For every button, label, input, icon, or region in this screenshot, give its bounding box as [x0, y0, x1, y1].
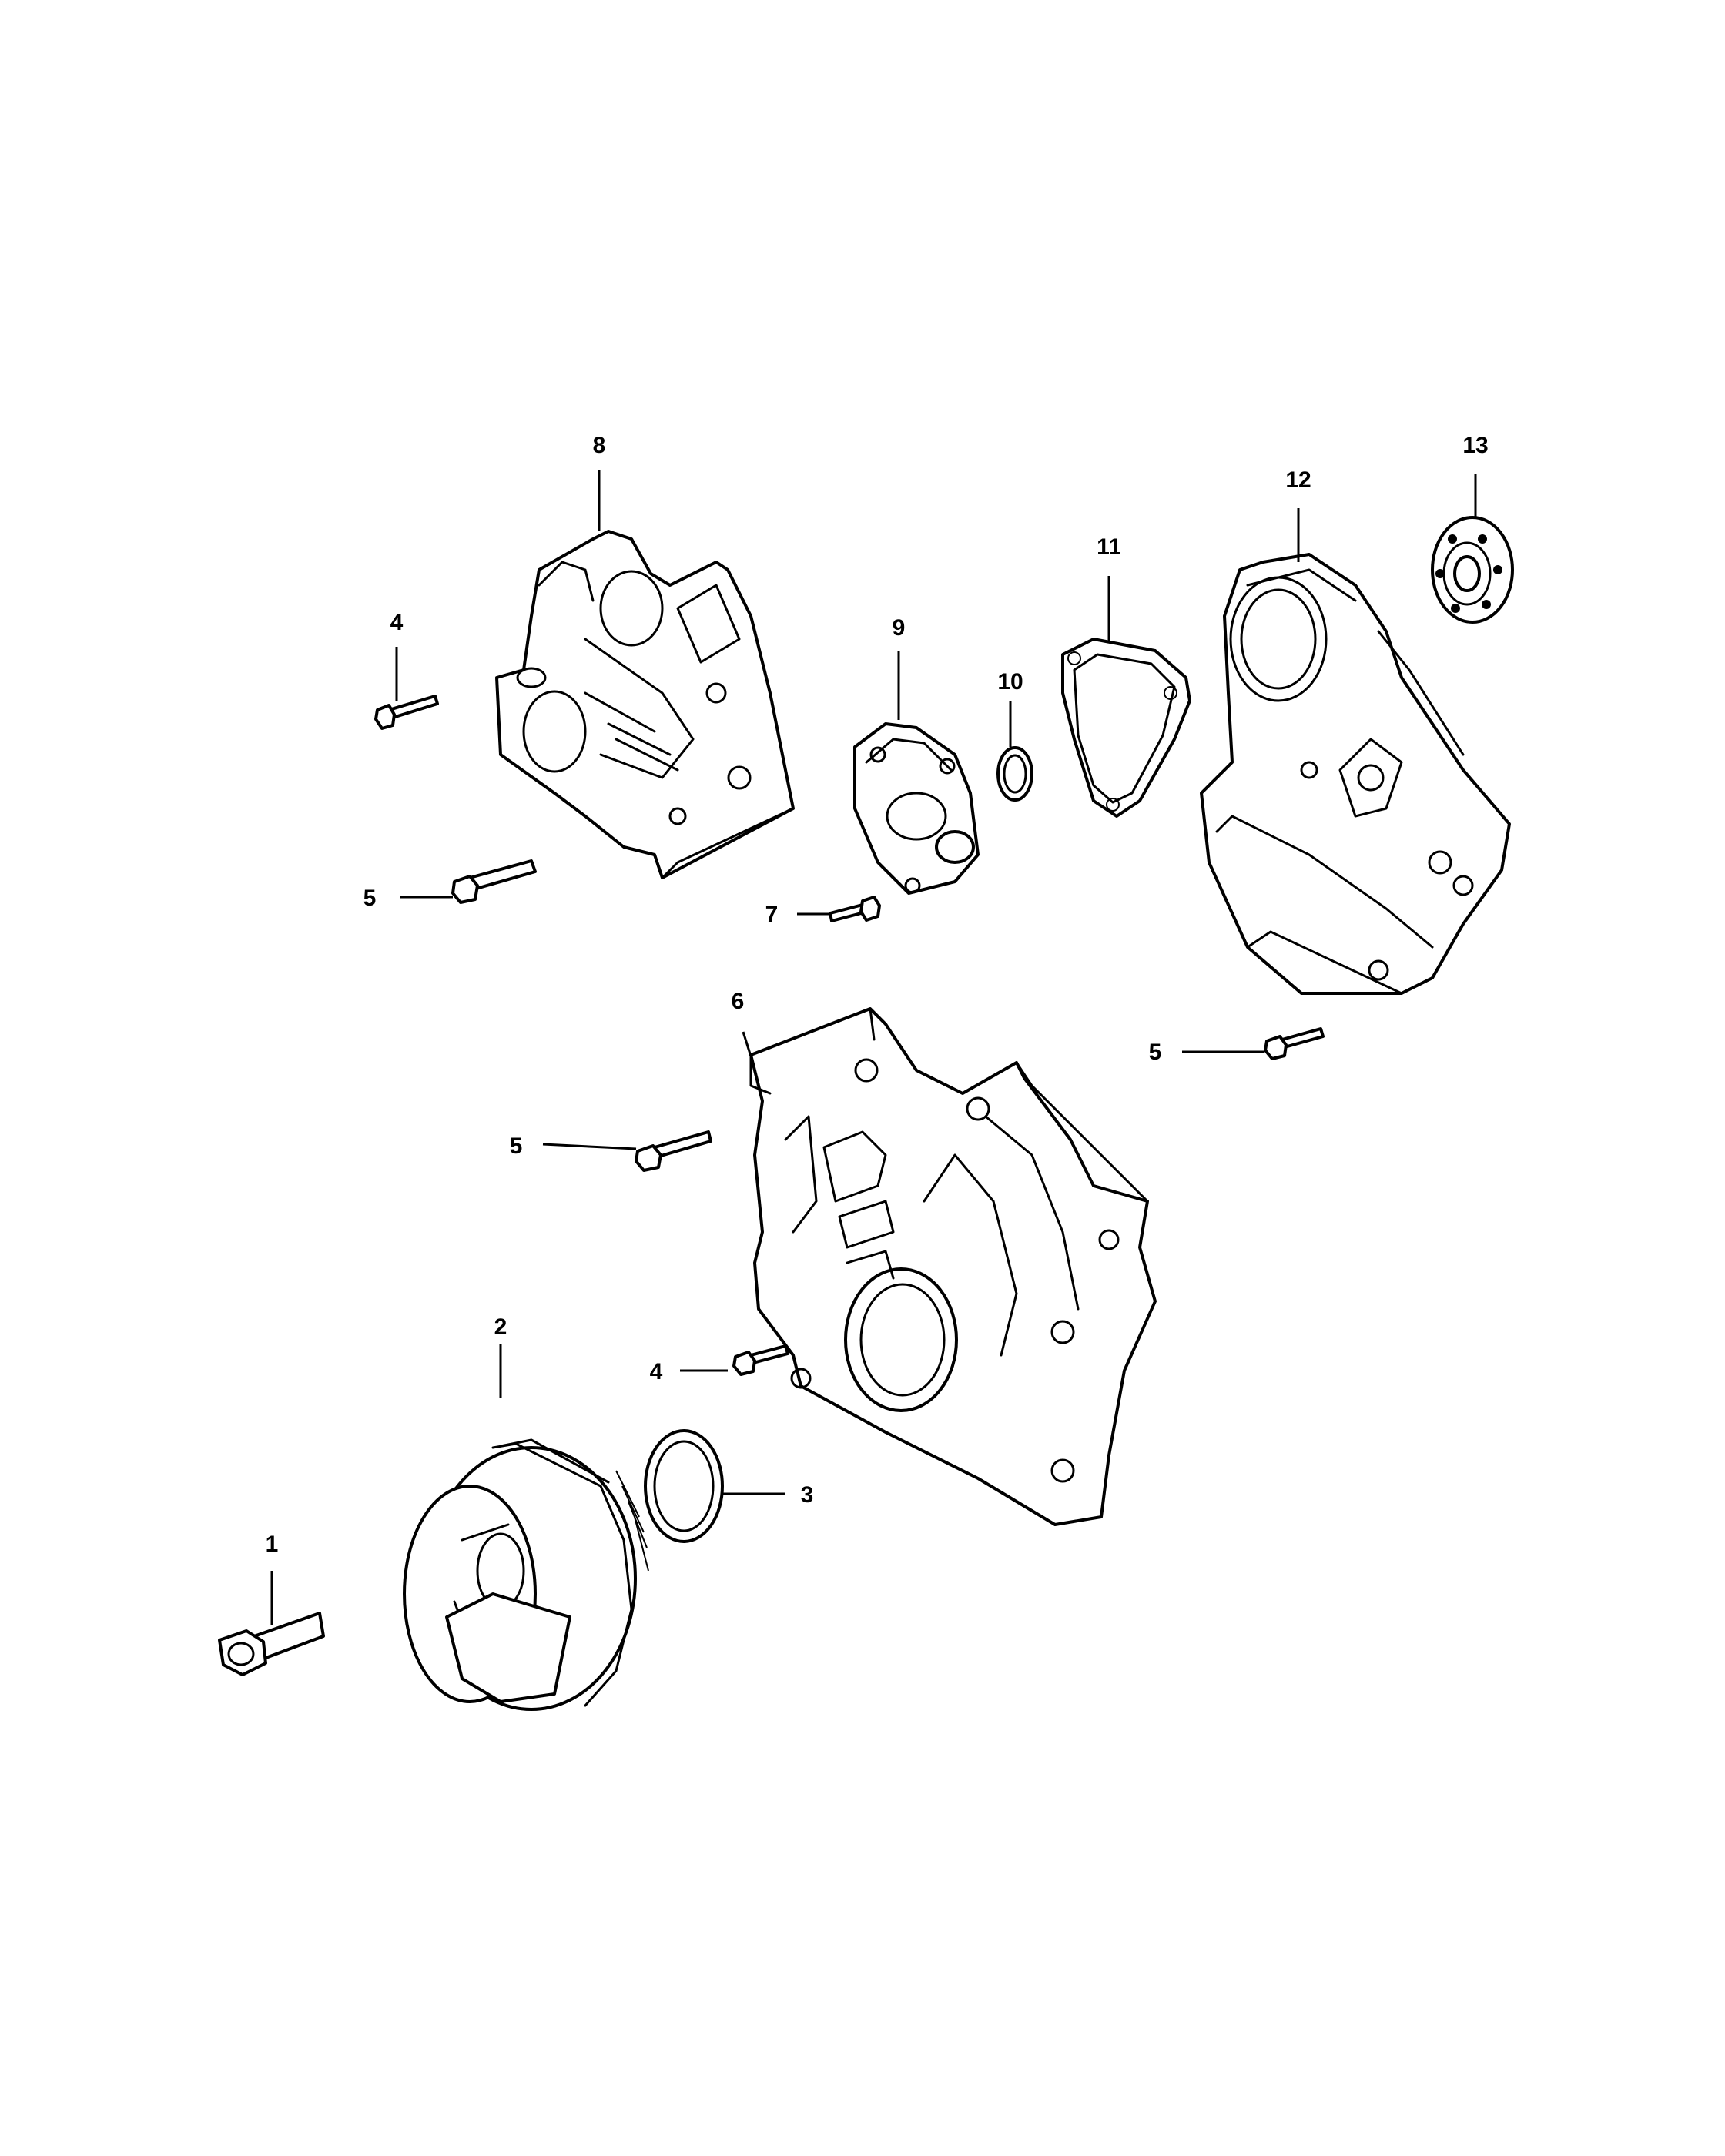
part-6-front-cover [749, 1007, 1157, 1526]
part-7-bolt [829, 896, 881, 922]
callout-10: 10 [997, 669, 1023, 695]
part-9-thermostat-housing [853, 722, 980, 895]
part-12-timing-cover [1200, 553, 1511, 995]
part-5c-bolt [1264, 1027, 1325, 1060]
leader-lines [270, 470, 1477, 1625]
callout-2: 2 [494, 1314, 507, 1340]
part-1-bolt [218, 1612, 325, 1676]
callout-12: 12 [1285, 467, 1311, 493]
callout-6: 6 [732, 989, 745, 1014]
callout-5-right: 5 [1149, 1040, 1162, 1065]
part-10-o-ring [996, 746, 1033, 802]
part-11-gasket [1061, 638, 1191, 818]
callout-13: 13 [1462, 433, 1488, 458]
part-5b-bolt [635, 1130, 712, 1172]
callout-4-lower: 4 [650, 1359, 663, 1384]
part-4a-bolt [374, 695, 439, 730]
callout-labels: 1 2 3 4 4 5 5 5 6 7 8 9 10 11 12 13 [266, 433, 1489, 1557]
callout-1: 1 [266, 1532, 279, 1557]
part-3-seal [644, 1429, 724, 1543]
callout-3: 3 [801, 1482, 814, 1508]
part-2-pulley [403, 1438, 649, 1711]
callout-5-upper: 5 [363, 886, 377, 911]
callout-8: 8 [593, 433, 606, 458]
part-8-housing [495, 530, 795, 879]
callout-5-middle: 5 [510, 1133, 523, 1159]
part-4b-bolt [732, 1344, 789, 1376]
callout-4-upper: 4 [390, 610, 404, 635]
callout-9: 9 [893, 615, 906, 641]
callout-11: 11 [1097, 534, 1121, 560]
part-13-hub [1431, 516, 1514, 624]
part-5a-bolt [451, 859, 537, 904]
callout-7: 7 [765, 902, 779, 927]
